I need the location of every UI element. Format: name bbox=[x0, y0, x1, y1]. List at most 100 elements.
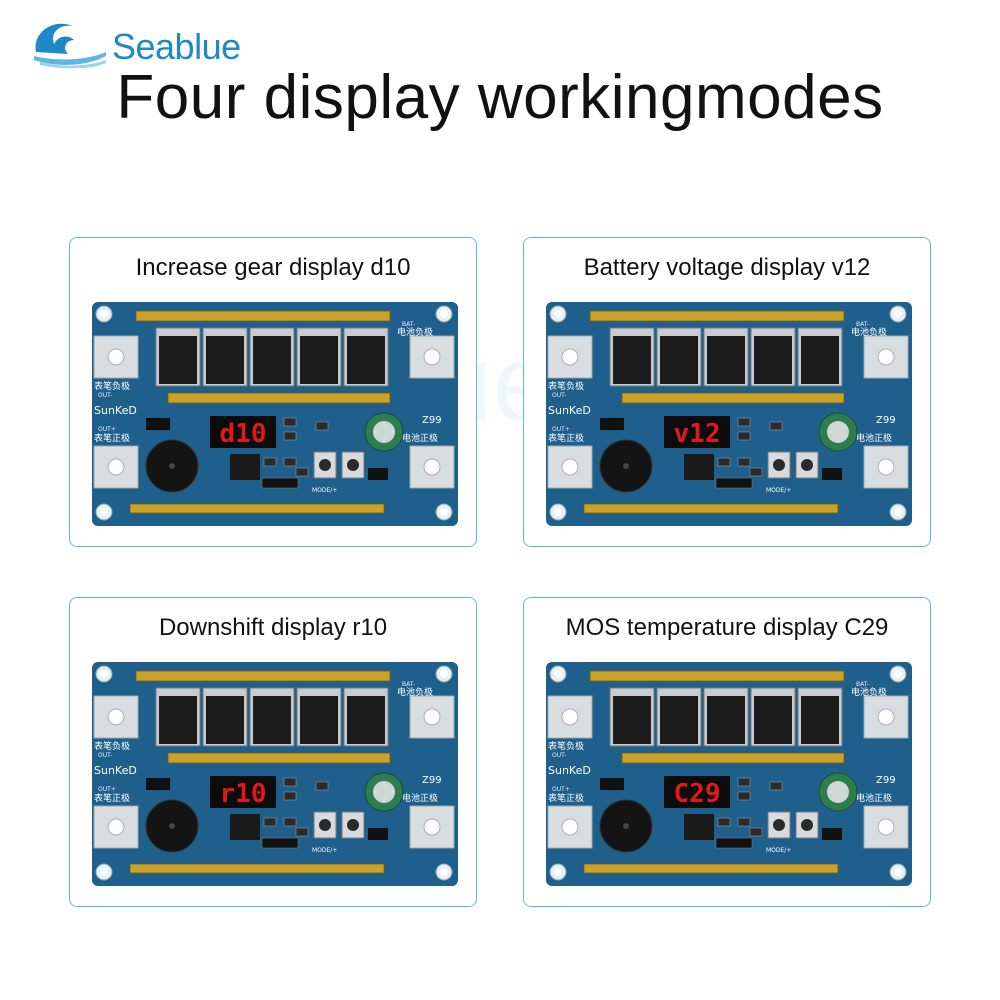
mosfet-body bbox=[253, 336, 291, 384]
smd-component bbox=[749, 827, 763, 837]
terminal-hole bbox=[423, 348, 441, 366]
board-model: Z99 bbox=[876, 415, 896, 426]
mosfet-body bbox=[206, 696, 244, 744]
copper-strip-bottom bbox=[129, 863, 385, 874]
button-cap bbox=[801, 459, 813, 471]
label-bat-pos: 电池正极 bbox=[856, 792, 892, 804]
smd-component bbox=[283, 817, 297, 827]
copper-strip-middle bbox=[167, 392, 391, 404]
mounting-hole-center bbox=[100, 310, 108, 318]
segment-display-value: C29 bbox=[674, 779, 721, 809]
pin-header bbox=[261, 477, 299, 489]
small-chip bbox=[600, 418, 624, 430]
button-cap bbox=[801, 819, 813, 831]
mosfet-body bbox=[707, 336, 745, 384]
board-brand: SunKeD bbox=[94, 404, 137, 417]
label-out-pos: OUT+ bbox=[552, 786, 570, 793]
terminal-hole bbox=[423, 458, 441, 476]
brand-name: Seablue bbox=[112, 26, 241, 67]
copper-strip-top bbox=[589, 310, 845, 322]
label-out-neg: OUT- bbox=[552, 392, 566, 399]
board-brand: SunKeD bbox=[94, 764, 137, 777]
label-pen-neg: 表笔负极 bbox=[548, 380, 584, 392]
capacitor-top bbox=[827, 781, 849, 803]
mounting-hole-center bbox=[554, 310, 562, 318]
segment-display bbox=[210, 776, 276, 808]
mosfet-body bbox=[707, 696, 745, 744]
segment-display bbox=[664, 416, 730, 448]
mosfet-body bbox=[754, 696, 792, 744]
terminal-pad bbox=[409, 805, 455, 849]
smd-component bbox=[737, 431, 751, 441]
smd-component bbox=[315, 781, 329, 791]
small-chip bbox=[146, 418, 170, 430]
smd-component bbox=[283, 417, 297, 427]
button-cap bbox=[773, 459, 785, 471]
label-bat-neg-code: BAT- bbox=[856, 681, 869, 688]
smd-component bbox=[717, 457, 731, 467]
smd-component bbox=[283, 791, 297, 801]
label-pen-pos: 表笔正极 bbox=[548, 792, 584, 804]
capacitor-top bbox=[373, 421, 395, 443]
mounting-hole-center bbox=[100, 670, 108, 678]
panel-title: MOS temperature display C29 bbox=[565, 614, 889, 641]
diode bbox=[368, 468, 388, 480]
pin-header bbox=[261, 837, 299, 849]
mosfet-body bbox=[801, 336, 839, 384]
terminal-hole bbox=[561, 348, 579, 366]
label-bat-neg-code: BAT- bbox=[402, 321, 415, 328]
label-pen-neg: 表笔负极 bbox=[94, 740, 130, 752]
pin-header bbox=[715, 477, 753, 489]
smd-component bbox=[737, 457, 751, 467]
label-bat-neg-code: BAT- bbox=[402, 681, 415, 688]
board-model: Z99 bbox=[422, 775, 442, 786]
segment-display-value: d10 bbox=[220, 419, 267, 449]
smd-component bbox=[315, 421, 329, 431]
pcb-board: BAT-电池负极表笔负极OUT-SunKeDOUT+表笔正极Z99电池正极r10… bbox=[92, 662, 458, 886]
buzzer-hole bbox=[623, 823, 629, 829]
panel-mos-temperature: MOS temperature display C29 BAT-电池负极表笔负极… bbox=[523, 597, 931, 907]
terminal-hole bbox=[107, 458, 125, 476]
pcb-board: BAT-电池负极表笔负极OUT-SunKeDOUT+表笔正极Z99电池正极C29… bbox=[546, 662, 912, 886]
board-model: Z99 bbox=[876, 775, 896, 786]
smd-component bbox=[737, 777, 751, 787]
copper-strip-bottom bbox=[129, 503, 385, 514]
mounting-hole-center bbox=[554, 670, 562, 678]
label-pen-pos: 表笔正极 bbox=[548, 432, 584, 444]
panel-battery-voltage: Battery voltage display v12 BAT-电池负极表笔负极… bbox=[523, 237, 931, 547]
label-pen-neg: 表笔负极 bbox=[94, 380, 130, 392]
terminal-pad bbox=[409, 335, 455, 379]
label-bat-neg: 电池负极 bbox=[851, 326, 887, 338]
terminal-hole bbox=[423, 818, 441, 836]
mounting-hole-center bbox=[554, 868, 562, 876]
terminal-hole bbox=[561, 708, 579, 726]
mosfet-body bbox=[660, 696, 698, 744]
label-bat-neg: 电池负极 bbox=[851, 686, 887, 698]
copper-strip-top bbox=[135, 670, 391, 682]
label-out-neg: OUT- bbox=[98, 752, 112, 759]
button-cap bbox=[319, 819, 331, 831]
main-ic bbox=[230, 814, 260, 840]
label-pen-neg: 表笔负极 bbox=[548, 740, 584, 752]
diode bbox=[822, 828, 842, 840]
segment-display bbox=[210, 416, 276, 448]
mosfet-body bbox=[613, 336, 651, 384]
diode bbox=[368, 828, 388, 840]
smd-component bbox=[283, 457, 297, 467]
board-model: Z99 bbox=[422, 415, 442, 426]
buzzer-hole bbox=[623, 463, 629, 469]
copper-strip-top bbox=[589, 670, 845, 682]
label-out-neg: OUT- bbox=[552, 752, 566, 759]
button-label: MODE/+ bbox=[312, 487, 337, 494]
terminal-hole bbox=[877, 708, 895, 726]
buzzer-hole bbox=[169, 463, 175, 469]
pin-header bbox=[715, 837, 753, 849]
button-cap bbox=[319, 459, 331, 471]
smd-component bbox=[737, 791, 751, 801]
button-cap bbox=[773, 819, 785, 831]
mosfet-body bbox=[159, 336, 197, 384]
capacitor-top bbox=[827, 421, 849, 443]
label-pen-pos: 表笔正极 bbox=[94, 792, 130, 804]
mosfet-body bbox=[801, 696, 839, 744]
mounting-hole-center bbox=[440, 868, 448, 876]
